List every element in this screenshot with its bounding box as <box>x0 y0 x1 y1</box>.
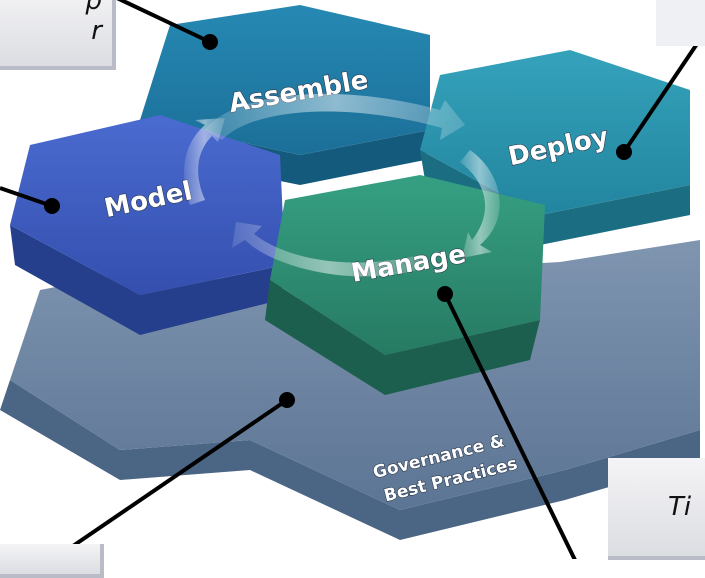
cycle-arrow-bottom <box>232 222 425 277</box>
leader-line-manage <box>443 293 577 559</box>
hex-model: Model <box>10 115 285 335</box>
leader-line-model <box>0 186 53 208</box>
soa-lifecycle-diagram: Governance & Best Practices Assemble Dep… <box>0 0 705 559</box>
leader-line-governance <box>68 398 289 550</box>
hex-manage-side <box>265 280 540 395</box>
callout-top-left-line2: r <box>91 16 102 46</box>
hex-model-top <box>10 115 285 295</box>
callout-top-left-line1: p <box>85 0 102 16</box>
callout-bottom-right-text: Ti <box>668 492 692 522</box>
leader-dot-assemble <box>202 34 218 50</box>
callout-bottom-right: Ti <box>608 458 705 560</box>
leader-dot-manage <box>437 286 453 302</box>
callout-top-right <box>656 0 705 46</box>
leader-line-assemble <box>116 0 211 44</box>
base-side <box>0 380 700 540</box>
leader-lines <box>0 0 705 559</box>
callout-top-left: p r <box>0 0 116 70</box>
cycle-arrow-right <box>460 150 500 258</box>
cycle-arrow-top <box>205 93 465 140</box>
leader-dot-deploy <box>616 144 632 160</box>
cycle-arrow-left <box>184 118 225 205</box>
hex-deploy-side <box>420 150 690 245</box>
lifecycle-cycle-arrows <box>184 93 500 277</box>
hex-model-side <box>10 225 285 335</box>
leader-line-deploy <box>622 30 705 154</box>
callout-bottom-left <box>0 544 104 578</box>
leader-dot-governance <box>279 392 295 408</box>
leader-dot-model <box>44 198 60 214</box>
